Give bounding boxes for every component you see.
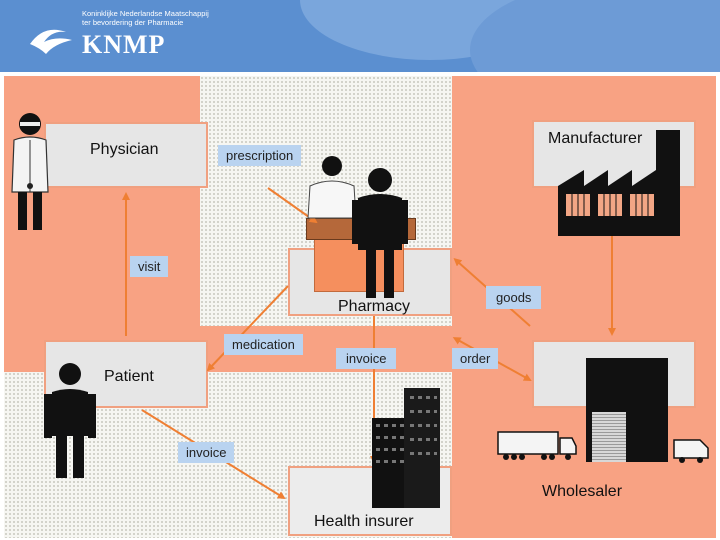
prescription-tag: prescription <box>218 145 302 166</box>
wholesaler-label: Wholesaler <box>542 483 623 500</box>
medication-arrow <box>206 285 289 372</box>
order-tag: order <box>452 348 499 369</box>
pharmacist-person-icon <box>307 156 357 219</box>
physician-person-icon <box>11 113 49 230</box>
knmp-logo-icon <box>30 29 72 54</box>
physician-label: Physician <box>90 141 159 158</box>
customer-person-icon <box>352 168 408 298</box>
header-swirl-shape <box>470 0 720 72</box>
warehouse-door-icon <box>592 412 626 462</box>
truck-icon <box>497 431 577 460</box>
brand-name: KNMP <box>82 30 166 59</box>
patient-invoice-tag: invoice <box>178 442 235 463</box>
pharmacy-invoice-tag: invoice <box>336 348 397 369</box>
patient-label: Patient <box>104 368 154 385</box>
factory-icon <box>558 130 680 236</box>
office-buildings-icon <box>372 388 440 508</box>
van-icon <box>673 439 709 463</box>
org-name: Koninklijke Nederlandse Maatschappij ter… <box>82 9 209 27</box>
patient-person-icon <box>44 363 96 478</box>
org-name-line: ter bevordering der Pharmacie <box>82 18 184 27</box>
visit-tag: visit <box>130 256 169 277</box>
org-name-line: Koninklijke Nederlandse Maatschappij <box>82 9 209 18</box>
pharmacy-label: Pharmacy <box>338 298 411 315</box>
medication-tag: medication <box>224 334 303 355</box>
header-banner: Koninklijke Nederlandse Maatschappij ter… <box>0 0 720 72</box>
manufacturer-label: Manufacturer <box>548 130 643 147</box>
health-insurer-label: Health insurer <box>314 513 414 530</box>
goods-tag: goods <box>486 286 542 309</box>
